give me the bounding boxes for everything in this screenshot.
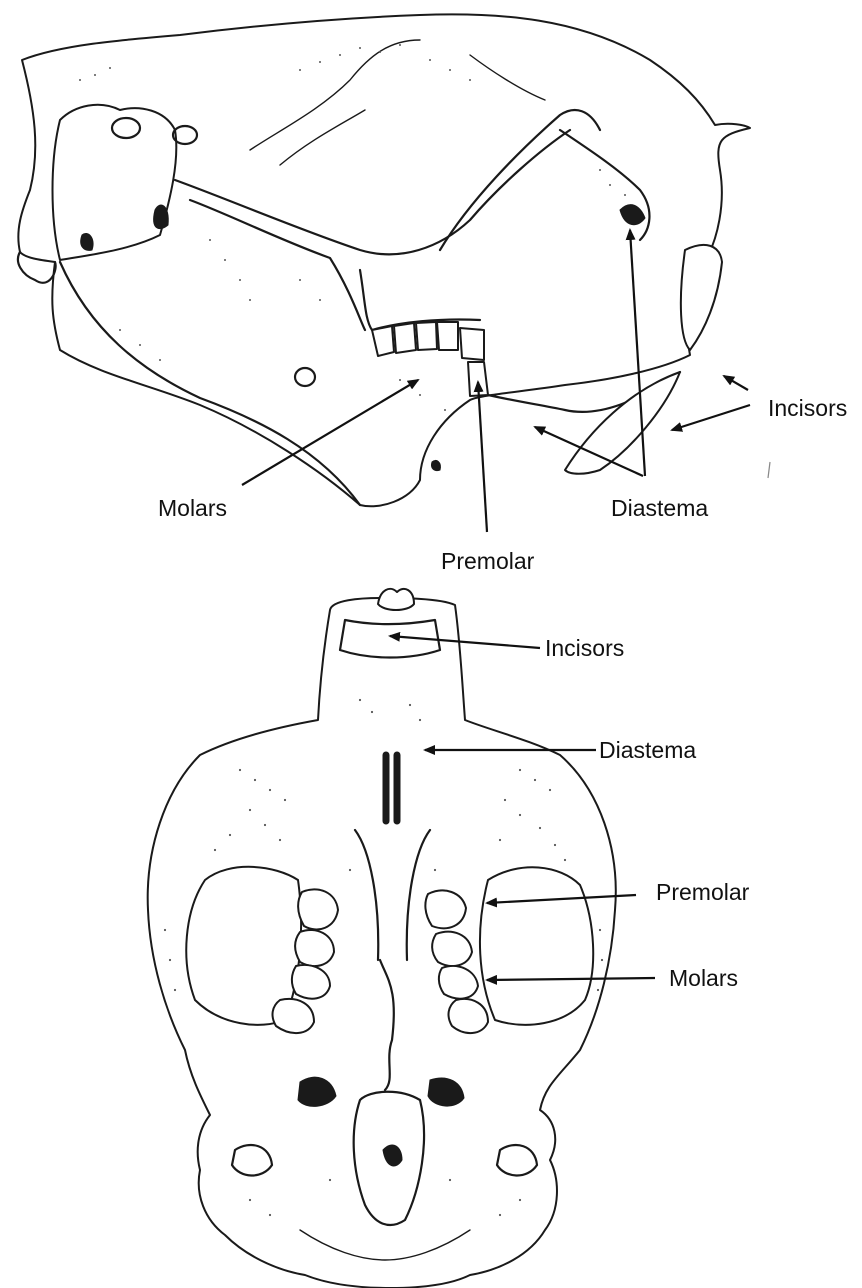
ventral-molars-label: Molars [669, 965, 738, 991]
ventral-premolar-label: Premolar [656, 879, 750, 905]
ventral-right-orbit [480, 867, 593, 1025]
lateral-upper-incisor [681, 245, 722, 350]
lateral-auditory-bulla [53, 105, 177, 260]
ventral-skull-drawing [148, 589, 616, 1288]
lateral-incisors-arrow-lower [672, 405, 750, 430]
lateral-premolar-arrow [478, 382, 487, 532]
ventral-incisive-foramen-left [383, 752, 389, 824]
lateral-molars-label: Molars [158, 495, 227, 521]
ventral-incisor-tips [378, 589, 414, 610]
lateral-incisors-arrow-upper [724, 376, 748, 390]
lateral-premolar-label: Premolar [441, 548, 535, 574]
lateral-incisors-label: Incisors [768, 395, 847, 421]
ventral-diastema-label: Diastema [599, 737, 696, 763]
ventral-incisors-label: Incisors [545, 635, 624, 661]
lateral-lower-incisor [565, 372, 680, 474]
lateral-skull-drawing [18, 14, 770, 506]
ventral-incisive-foramen-right [394, 752, 400, 824]
lateral-diastema-label: Diastema [611, 495, 708, 521]
